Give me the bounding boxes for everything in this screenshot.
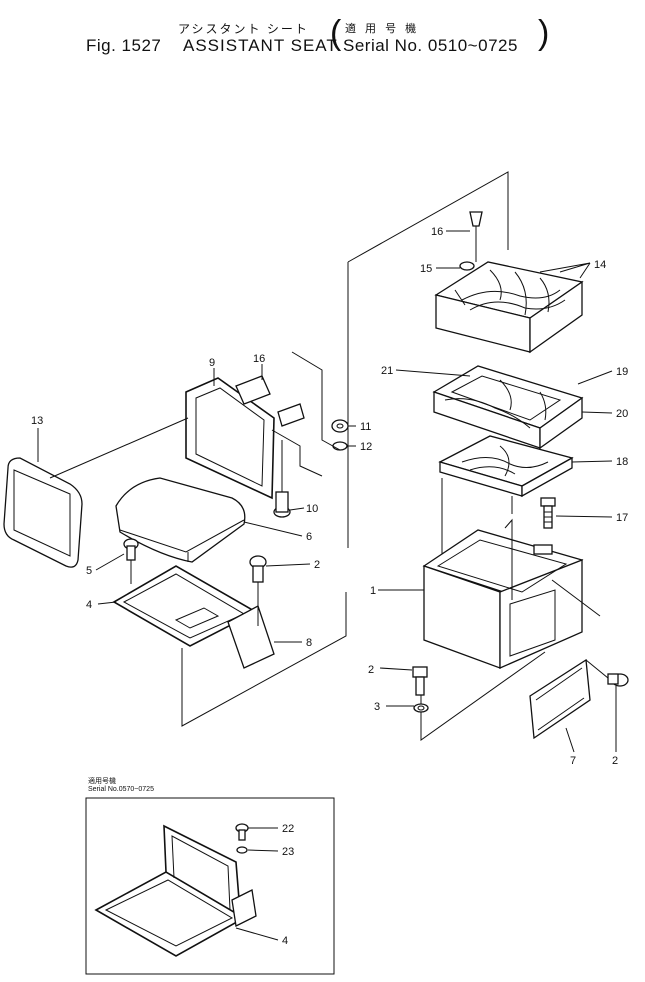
- callout-11: 11: [360, 421, 371, 433]
- part-1-box-base: [422, 518, 601, 669]
- part-2-bolt-side: [607, 673, 629, 687]
- figure-number: Fig. 1527: [86, 36, 162, 55]
- callout-4-inset: 4: [282, 935, 288, 947]
- inset-part-22-screw: [235, 823, 249, 841]
- callout-14: 14: [594, 259, 606, 271]
- leader-lines: [37, 230, 617, 941]
- guide-line: [271, 429, 323, 477]
- figure-title: ASSISTANT SEAT: [183, 36, 338, 55]
- guide-line: [291, 351, 341, 451]
- guide-line: [585, 659, 609, 679]
- part-2-bolt-lower: [412, 666, 428, 696]
- header-japanese-title: アシスタント シート: [178, 22, 309, 36]
- callout-20: 20: [616, 408, 628, 420]
- callout-16-top: 16: [431, 226, 443, 238]
- serial-paren-close: ): [538, 14, 550, 52]
- inset-part-4-seat-frame: [94, 824, 257, 957]
- part-17-bolt: [540, 497, 556, 529]
- callout-18: 18: [616, 456, 628, 468]
- part-7-cover-plate: [529, 658, 591, 740]
- serial-range: Serial No. 0510~0725: [343, 36, 518, 55]
- inset-serial-range: Serial No.0570~0725: [88, 786, 154, 793]
- part-14-cushion-block: [434, 261, 584, 354]
- callout-7: 7: [570, 755, 576, 767]
- part-3-washer: [413, 703, 429, 713]
- guide-line: [49, 417, 189, 479]
- guide-line: [181, 592, 347, 727]
- part-19-seat-tray: [432, 365, 584, 450]
- callout-1: 1: [370, 585, 376, 597]
- callout-23: 23: [282, 846, 294, 858]
- part-5-screw: [123, 538, 139, 561]
- part-2-bolt-upper: [249, 555, 267, 583]
- part-6-seat-cushion: [115, 477, 246, 563]
- callout-10: 10: [306, 503, 318, 515]
- assembly-frame-line: [347, 171, 509, 263]
- callout-2-upper: 2: [314, 559, 320, 571]
- part-15-washer: [459, 261, 475, 271]
- serial-paren-open: (: [330, 14, 342, 52]
- part-18-base-board: [438, 435, 574, 498]
- callout-3: 3: [374, 701, 380, 713]
- part-13-back-cushion: [3, 457, 83, 568]
- callout-5: 5: [86, 565, 92, 577]
- callout-13: 13: [31, 415, 43, 427]
- part-10-bolt: [273, 491, 291, 518]
- part-16-bracket: [235, 375, 305, 427]
- inset-japanese-applicable: 適用号機: [88, 778, 116, 785]
- inset-part-23-washer: [236, 846, 248, 854]
- callout-15: 15: [420, 263, 432, 275]
- callout-4-main: 4: [86, 599, 92, 611]
- callout-22: 22: [282, 823, 294, 835]
- part-8-plate: [227, 605, 275, 669]
- part-16-knob: [469, 211, 483, 262]
- part-11-nut: [331, 419, 349, 433]
- callout-16-left: 16: [253, 353, 265, 365]
- part-12-washer: [332, 441, 348, 451]
- callout-2-lower: 2: [368, 664, 374, 676]
- callout-17: 17: [616, 512, 628, 524]
- guide-line: [420, 651, 546, 741]
- callout-12: 12: [360, 441, 372, 453]
- inset-box: [85, 797, 335, 975]
- callout-21: 21: [381, 365, 393, 377]
- callout-9: 9: [209, 357, 215, 369]
- callout-6: 6: [306, 531, 312, 543]
- callout-8: 8: [306, 637, 312, 649]
- callout-2-side: 2: [612, 755, 618, 767]
- part-9-back-frame: [185, 377, 275, 500]
- callout-19: 19: [616, 366, 628, 378]
- header-japanese-applicable: 適 用 号 機: [345, 23, 420, 35]
